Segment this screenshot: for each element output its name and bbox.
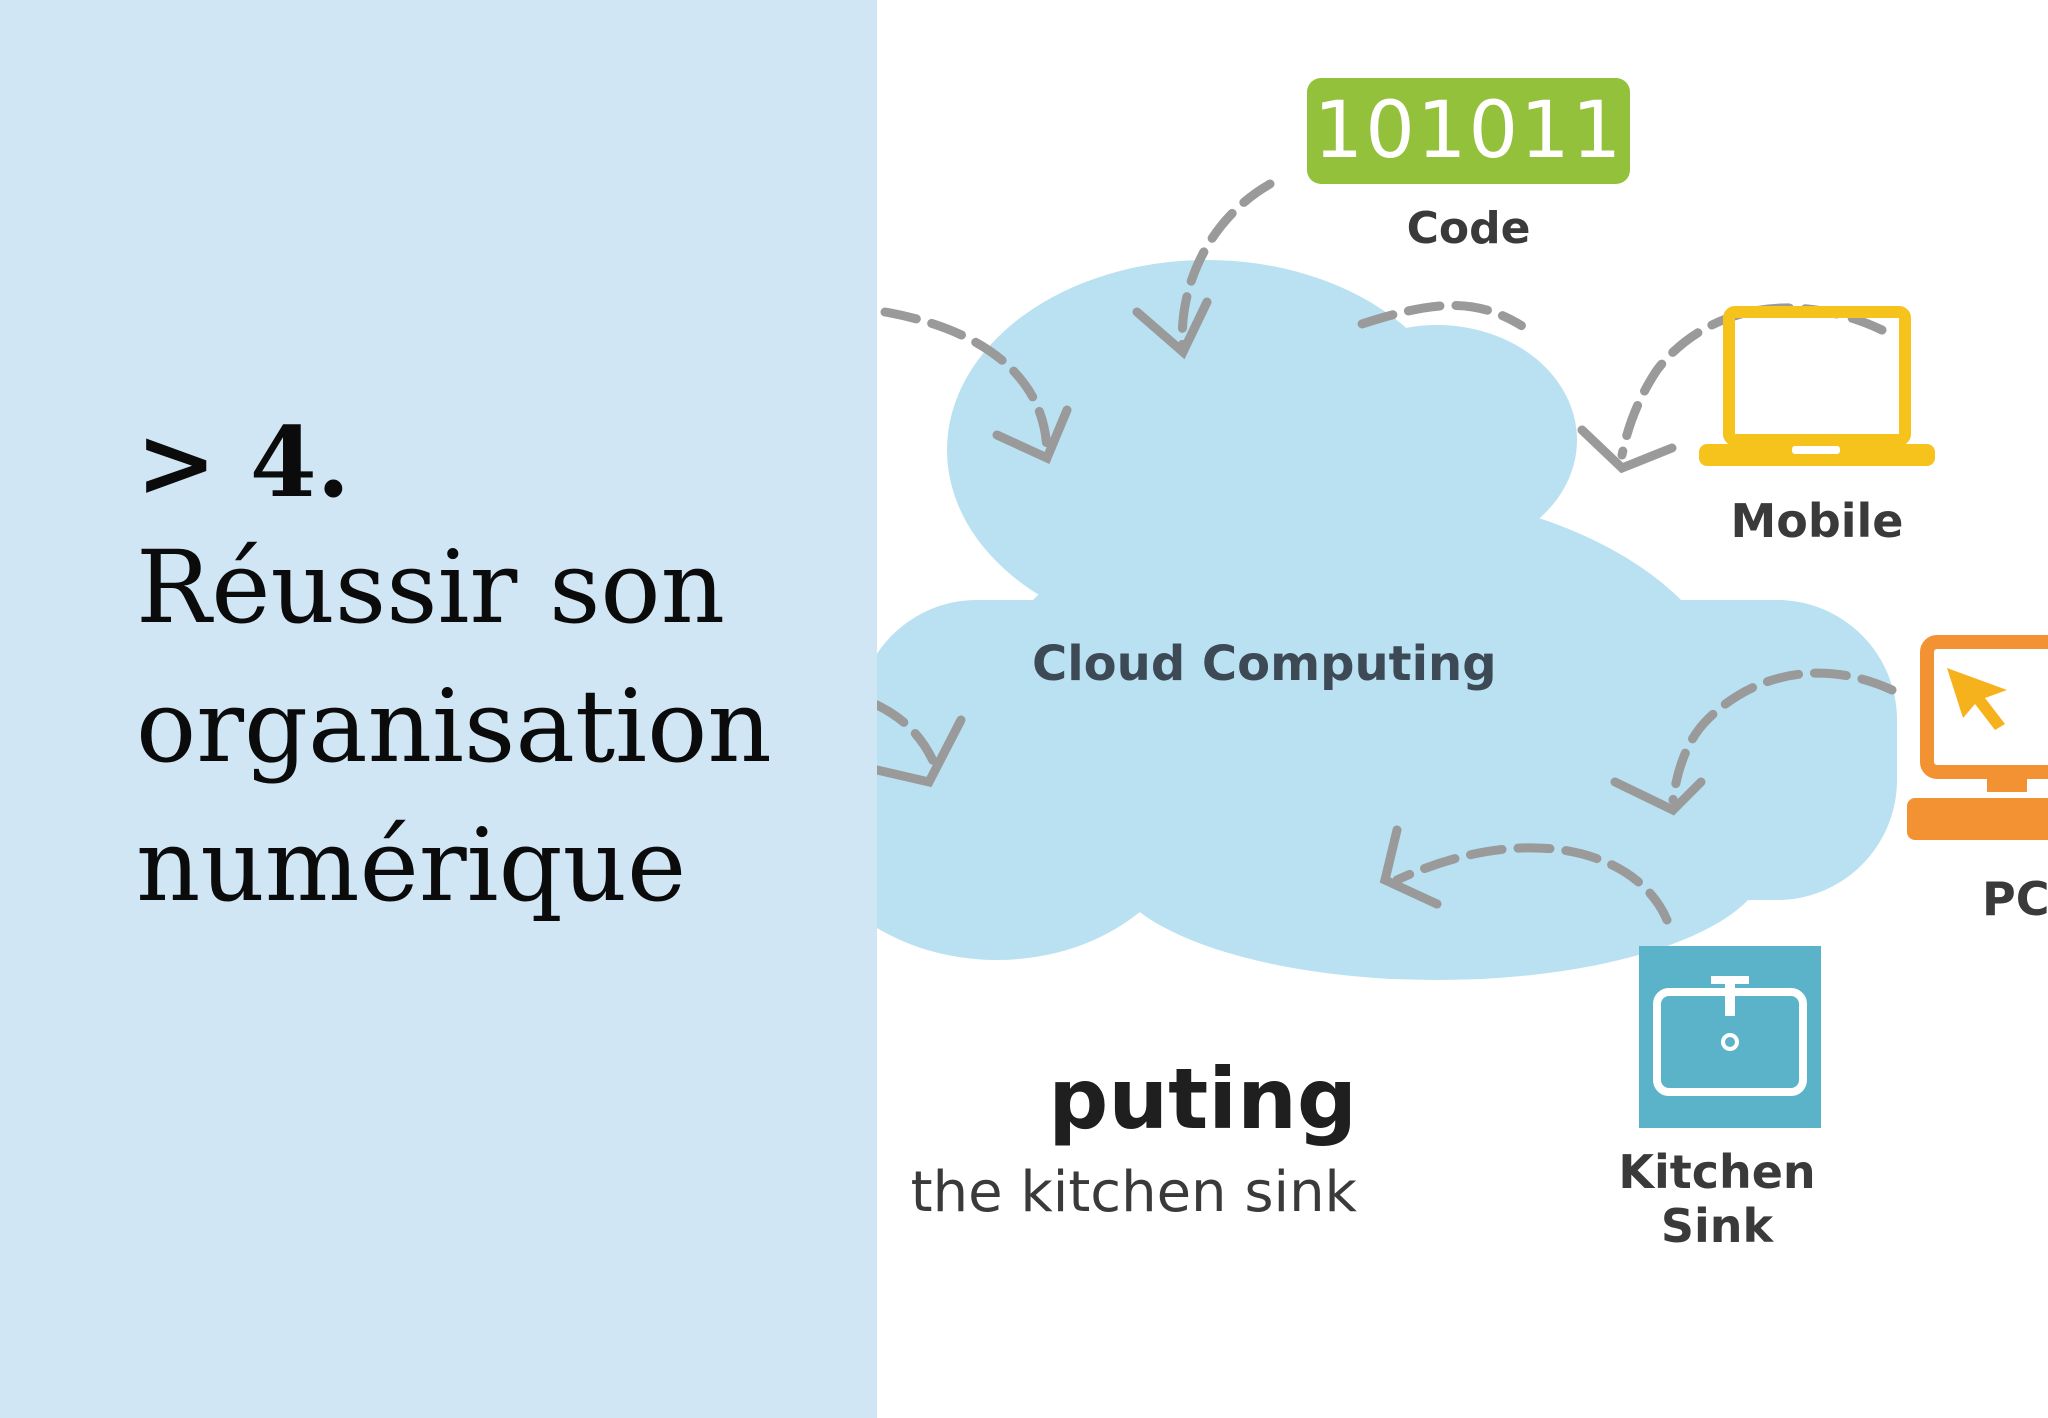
code-label: Code bbox=[1406, 203, 1531, 254]
pc-label: PC bbox=[1982, 872, 2048, 926]
diagram-title-fragment: puting bbox=[1048, 1050, 1357, 1148]
code-badge: 101011 bbox=[1307, 78, 1630, 184]
kitchen-sink-label: Kitchen Sink bbox=[1618, 1145, 1816, 1253]
mobile-label: Mobile bbox=[1730, 494, 1904, 548]
cloud-label: Cloud Computing bbox=[1032, 636, 1497, 692]
left-panel: > 4. Réussir son organisation numérique bbox=[0, 0, 877, 1418]
heading-title: Réussir son organisation numérique bbox=[136, 529, 772, 924]
heading: > 4. Réussir son organisation numérique bbox=[136, 408, 836, 935]
arrow-heads bbox=[877, 297, 1706, 909]
diagram-graphics bbox=[877, 179, 2048, 1128]
pc-icon bbox=[1907, 635, 2048, 840]
diagram-subtitle-fragment: the kitchen sink bbox=[910, 1160, 1357, 1225]
kitchen-sink-icon bbox=[1639, 946, 1821, 1128]
laptop-icon bbox=[1723, 306, 1911, 446]
laptop-base bbox=[1699, 444, 1935, 466]
heading-number: > 4. bbox=[136, 406, 351, 519]
cloud-computing-diagram: 101011 Code Cloud Computing Mobile PC Ki… bbox=[877, 0, 2048, 1418]
dashed-arrow-icon bbox=[877, 179, 1897, 925]
